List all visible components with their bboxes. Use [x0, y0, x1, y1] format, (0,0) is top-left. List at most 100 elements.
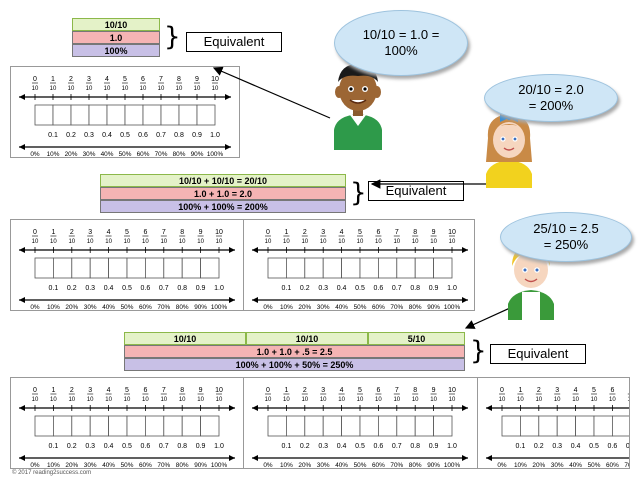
unit-box	[433, 257, 453, 279]
unit-box	[89, 257, 109, 279]
number-line-clip: 01011021031041051061071081091010100.10.2…	[478, 378, 629, 468]
fraction-denominator: 10	[176, 86, 183, 92]
unit-box	[538, 415, 558, 437]
unit-box	[108, 415, 128, 437]
blond-speech-bubble: 25/10 = 2.5= 250%	[500, 212, 632, 262]
fraction-denominator: 10	[265, 397, 272, 403]
copyright-credit: © 2017 reading2success.com	[12, 470, 92, 476]
fraction-numerator: 8	[180, 229, 184, 236]
fraction-denominator: 10	[124, 397, 131, 403]
fraction-numerator: 0	[266, 229, 270, 236]
percent-label: 70%	[157, 462, 170, 468]
unit-box	[267, 415, 287, 437]
decimal-label: 0.7	[392, 285, 402, 292]
decimal-label: 0.7	[156, 132, 166, 139]
percent-label: 40%	[569, 462, 582, 468]
decimal-label: 0.5	[589, 443, 599, 450]
fraction-numerator: 6	[376, 229, 380, 236]
decimal-label: 0.6	[374, 285, 384, 292]
girl-character-icon	[486, 114, 532, 188]
fraction-numerator: 4	[105, 76, 109, 83]
fraction-denominator: 10	[68, 239, 75, 245]
unit-box	[593, 415, 613, 437]
fraction-numerator: 5	[358, 229, 362, 236]
percent-label: 10%	[280, 304, 293, 310]
unit-box	[286, 257, 306, 279]
girl-speech-line-1: 20/10 = 2.0	[518, 82, 584, 97]
fraction-numerator: 1	[518, 387, 522, 394]
decimal-label: 0.4	[337, 285, 347, 292]
percent-label: 50%	[121, 462, 134, 468]
decimal-label: 0.8	[410, 443, 420, 450]
fraction-denominator: 10	[627, 397, 629, 403]
fraction-denominator: 10	[499, 397, 506, 403]
fraction-numerator: 8	[413, 229, 417, 236]
percent-label: 50%	[588, 462, 601, 468]
unit-box	[359, 257, 379, 279]
decimal-label: 0.1	[282, 285, 292, 292]
fraction-numerator: 6	[141, 76, 145, 83]
fraction-numerator: 1	[51, 229, 55, 236]
unit-box	[181, 257, 201, 279]
unit-box	[88, 104, 108, 126]
middle-percent-bar: 100% + 100% = 200%	[100, 200, 346, 213]
fraction-numerator: 3	[321, 229, 325, 236]
percent-label: 70%	[157, 304, 170, 310]
fraction-denominator: 10	[105, 397, 112, 403]
fraction-numerator: 8	[177, 76, 181, 83]
top-decimal-bar: 1.0	[72, 31, 160, 44]
fraction-denominator: 10	[430, 239, 437, 245]
unit-box	[144, 257, 165, 279]
percent-label: 10%	[514, 462, 527, 468]
unit-box	[71, 415, 91, 437]
unit-box	[377, 415, 398, 437]
boy-speech-line-1: 10/10 = 1.0 =	[362, 27, 440, 42]
percent-label: 100%	[211, 304, 228, 310]
bottom-brace: }	[470, 336, 487, 366]
decimal-label: 0.5	[120, 132, 130, 139]
decimal-label: 0.6	[141, 285, 151, 292]
fraction-denominator: 10	[160, 239, 167, 245]
fraction-denominator: 10	[357, 397, 364, 403]
decimal-label: 0.8	[177, 443, 187, 450]
fraction-numerator: 10	[215, 229, 223, 236]
unit-box	[144, 415, 165, 437]
percent-label: 0%	[497, 462, 507, 468]
percent-label: 30%	[551, 462, 564, 468]
fraction-numerator: 10	[448, 387, 456, 394]
percent-label: 30%	[317, 462, 330, 468]
unit-box	[106, 104, 126, 126]
decimal-label: 0.3	[84, 132, 94, 139]
fraction-numerator: 2	[70, 229, 74, 236]
fraction-numerator: 7	[395, 387, 399, 394]
unit-box	[126, 257, 146, 279]
fraction-numerator: 0	[266, 387, 270, 394]
fraction-numerator: 7	[159, 76, 163, 83]
unit-box	[53, 257, 73, 279]
middle-brace: }	[350, 178, 367, 208]
boy-character-icon	[334, 64, 382, 150]
fraction-numerator: 6	[610, 387, 614, 394]
decimal-label: 0.5	[355, 443, 365, 450]
decimal-label: 0.4	[571, 443, 581, 450]
unit-box	[322, 257, 342, 279]
number-line: 01011021031041051061071081091010100.10.2…	[478, 378, 629, 468]
panel-divider	[243, 378, 244, 468]
fraction-numerator: 2	[70, 387, 74, 394]
percent-label: 20%	[298, 304, 311, 310]
fraction-numerator: 4	[340, 229, 344, 236]
fraction-numerator: 6	[143, 229, 147, 236]
fraction-denominator: 10	[412, 397, 419, 403]
fraction-denominator: 10	[105, 239, 112, 245]
unit-box	[501, 415, 521, 437]
unit-box	[124, 104, 144, 126]
fraction-denominator: 10	[68, 86, 75, 92]
decimal-label: 0.4	[104, 285, 114, 292]
fraction-denominator: 10	[283, 239, 290, 245]
fraction-numerator: 2	[69, 76, 73, 83]
bottom-decimal-bar: 1.0 + 1.0 + .5 = 2.5	[124, 345, 465, 358]
fraction-denominator: 10	[50, 239, 57, 245]
